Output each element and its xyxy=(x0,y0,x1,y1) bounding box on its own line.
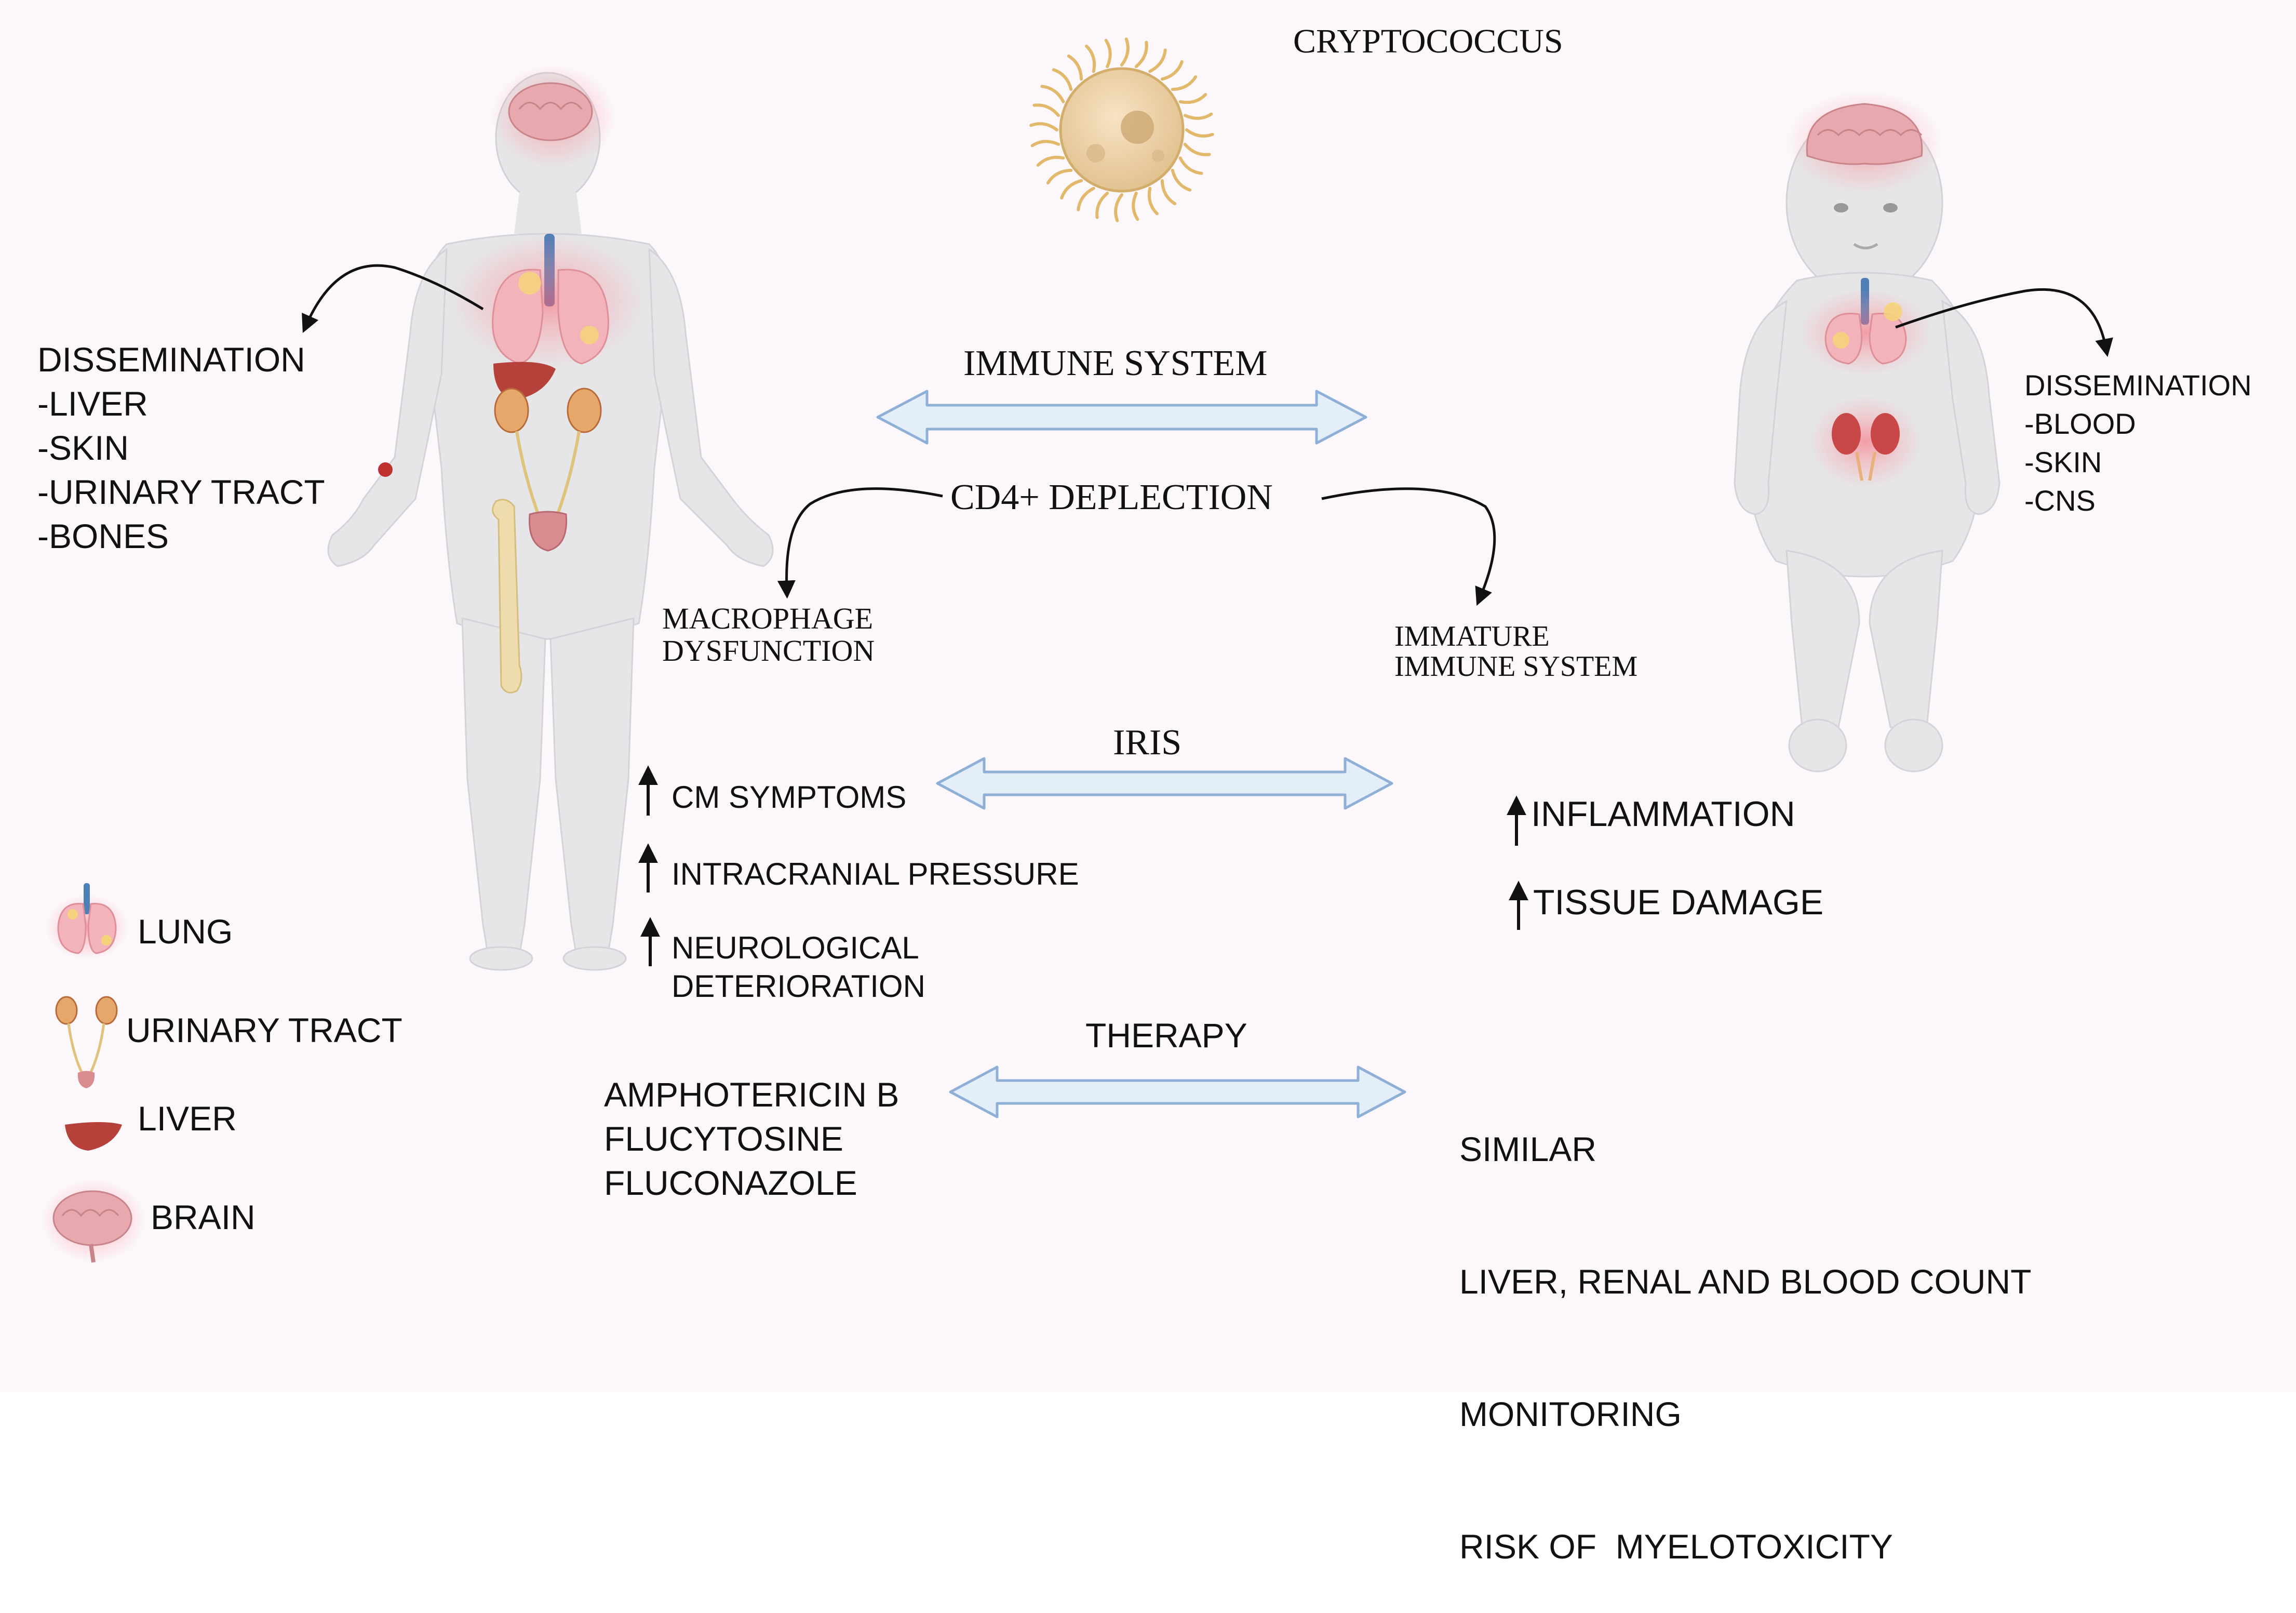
up-arrow-icon xyxy=(638,765,658,816)
drug-item: AMPHOTERICIN B xyxy=(604,1075,899,1114)
adult-dissemination-item: -SKIN xyxy=(37,429,129,467)
child-dissemination-arrow xyxy=(1895,288,2113,357)
dysfunction-line: DYSFUNCTION xyxy=(662,634,875,668)
adult-dissemination-heading: DISSEMINATION xyxy=(37,340,305,379)
up-arrow-icon xyxy=(640,917,660,966)
double-arrows xyxy=(876,390,1406,1118)
drug-item: FLUCYTOSINE xyxy=(604,1119,843,1158)
immature-immune-label: IMMATURE IMMUNE SYSTEM xyxy=(1394,621,1637,682)
up-arrow-icon xyxy=(1509,881,1528,930)
diagram-canvas: CRYPTOCOCCUS DISSEMINATION -LIVER -SKIN … xyxy=(37,22,2252,1566)
cryptococcus-cell xyxy=(1029,37,1214,222)
therapy-child-notes: SIMILAR LIVER, RENAL AND BLOOD COUNT MON… xyxy=(1459,1039,2031,1613)
therapy-adult-drugs: AMPHOTERICIN B FLUCYTOSINE FLUCONAZOLE xyxy=(604,1073,899,1205)
iris-arrow xyxy=(936,757,1393,810)
therapy-note: SIMILAR xyxy=(1459,1130,1597,1168)
adult-dissemination-item: -BONES xyxy=(37,517,169,555)
adult-dissemination-item: -LIVER xyxy=(37,384,148,423)
immune-system-label: IMMUNE SYSTEM xyxy=(963,343,1268,383)
iris-child-item: TISSUE DAMAGE xyxy=(1533,883,1824,922)
child-dissemination-list: DISSEMINATION -BLOOD -SKIN -CNS xyxy=(2024,366,2252,520)
up-arrow-icon xyxy=(638,843,658,892)
adult-dissemination-item: -URINARY TRACT xyxy=(37,473,325,511)
neurological-line: NEUROLOGICAL xyxy=(672,930,919,965)
child-dissemination-item: -SKIN xyxy=(2024,446,2102,478)
capsule-spikes xyxy=(1029,37,1214,222)
macrophage-dysfunction-label: MACROPHAGE DYSFUNCTION xyxy=(662,603,875,667)
therapy-note: LIVER, RENAL AND BLOOD COUNT xyxy=(1459,1262,2032,1301)
legend-liver-label: LIVER xyxy=(138,1099,237,1138)
therapy-note: RISK OF MYELOTOXICITY xyxy=(1459,1527,1893,1566)
diagram-artwork xyxy=(42,37,2113,1263)
therapy-arrow xyxy=(949,1065,1406,1118)
adult-figure xyxy=(327,65,774,971)
cd4-depletion-label: CD4+ DEPLECTION xyxy=(950,477,1273,517)
therapy-label: THERAPY xyxy=(1085,1016,1247,1055)
immune-system-arrow xyxy=(876,390,1367,445)
child-dissemination-heading: DISSEMINATION xyxy=(2024,369,2252,402)
legend-lung-label: LUNG xyxy=(138,912,233,951)
immune-system-line: IMMUNE SYSTEM xyxy=(1394,650,1638,683)
connector-arrows xyxy=(302,264,2113,606)
iris-adult-item: CM SYMPTOMS xyxy=(672,780,907,815)
legend-urinary-tract-label: URINARY TRACT xyxy=(126,1011,402,1049)
immature-line: IMMATURE xyxy=(1394,620,1550,652)
iris-label: IRIS xyxy=(1113,723,1182,763)
adult-dissemination-arrow xyxy=(302,264,484,333)
page-title: CRYPTOCOCCUS xyxy=(1293,22,1563,60)
therapy-note: MONITORING xyxy=(1459,1395,1682,1433)
drug-item: FLUCONAZOLE xyxy=(604,1164,857,1202)
legend-urinary-tract-icon xyxy=(55,996,118,1088)
cd4-to-macrophage-arrow xyxy=(777,487,943,599)
iris-child-item: INFLAMMATION xyxy=(1531,794,1795,834)
child-figure xyxy=(1734,91,2000,772)
legend-brain-icon xyxy=(42,1179,145,1263)
legend-liver-icon xyxy=(65,1122,122,1151)
adult-dissemination-list: DISSEMINATION -LIVER -SKIN -URINARY TRAC… xyxy=(37,338,325,558)
up-arrow-icon xyxy=(1507,795,1526,846)
iris-adult-item: NEUROLOGICAL DETERIORATION xyxy=(672,929,925,1006)
legend-lung-icon xyxy=(46,883,129,959)
deterioration-line: DETERIORATION xyxy=(672,969,925,1004)
macrophage-line: MACROPHAGE xyxy=(662,602,874,635)
child-dissemination-item: -BLOOD xyxy=(2024,407,2136,440)
increase-arrows xyxy=(638,765,1528,966)
cd4-to-immature-arrow xyxy=(1321,487,1496,606)
legend-brain-label: BRAIN xyxy=(151,1198,256,1236)
child-dissemination-item: -CNS xyxy=(2024,484,2096,517)
iris-adult-item: INTRACRANIAL PRESSURE xyxy=(672,857,1079,891)
